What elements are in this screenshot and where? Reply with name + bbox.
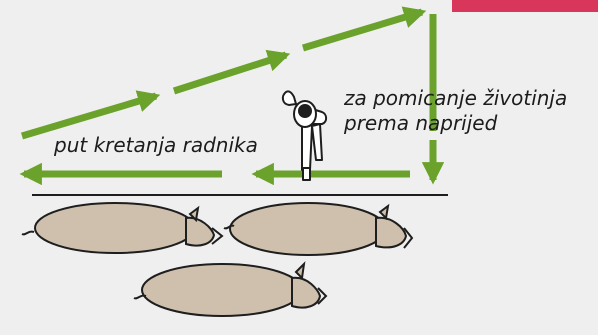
forward-movement-label: za pomicanje životinja prema naprijed: [344, 86, 567, 136]
arrow-icon: [22, 96, 156, 136]
corner-accent: [452, 0, 598, 12]
pig-icon: [224, 203, 412, 255]
pig-icon: [134, 264, 326, 316]
forward-label-line-2: prema naprijed: [344, 111, 567, 136]
pig-icon: [22, 203, 222, 253]
arrow-icon: [174, 55, 286, 91]
worker-path-label: put kretanja radnika: [54, 133, 258, 157]
arrow-icon: [303, 12, 422, 48]
worker-topdown-icon: [283, 91, 326, 180]
forward-label-line-1: za pomicanje životinja: [344, 86, 567, 111]
